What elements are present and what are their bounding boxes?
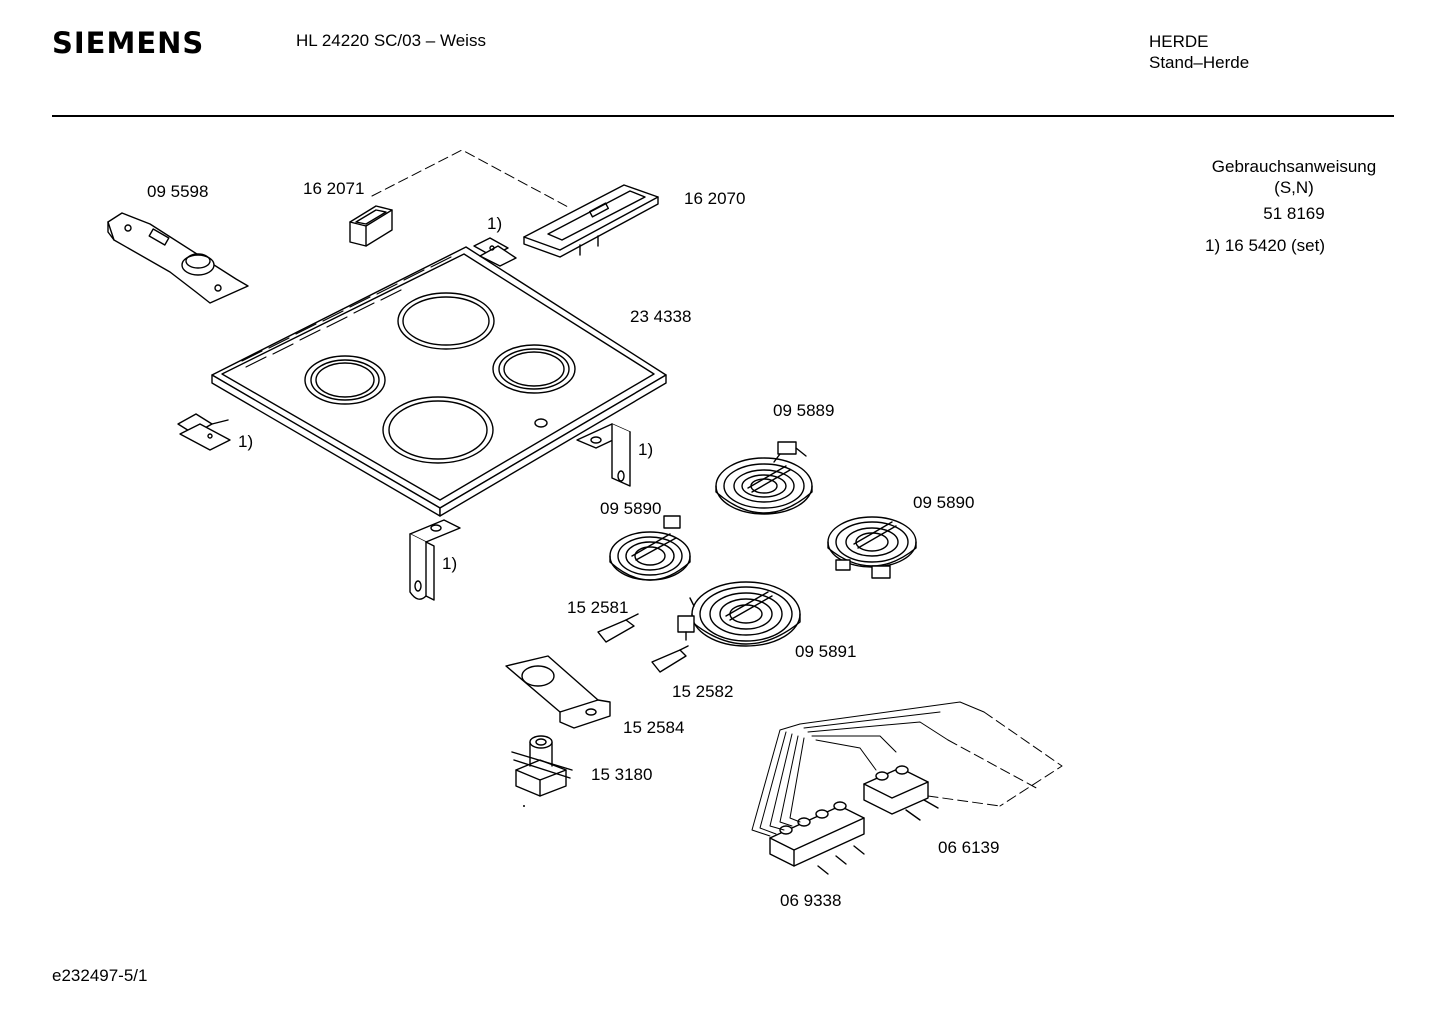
manual-title: Gebrauchsanweisung <box>1211 157 1377 176</box>
heating-element-095890-left <box>610 516 690 580</box>
category-block: HERDE Stand–Herde <box>1149 31 1249 73</box>
bottom-l-bracket <box>410 520 460 600</box>
label-095889: 09 5889 <box>773 401 835 420</box>
label-095598: 09 5598 <box>147 182 209 201</box>
part-152581-clip <box>598 614 638 642</box>
manual-note: Gebrauchsanweisung (S,N) 51 8169 <box>1196 156 1392 224</box>
part-095598-bracket <box>108 213 248 303</box>
label-153180: 15 3180 <box>591 765 653 784</box>
marker-set-right: 1) <box>638 440 654 459</box>
label-234338: 23 4338 <box>630 307 692 326</box>
part-162071-clip <box>350 206 392 246</box>
label-152581: 15 2581 <box>567 598 629 617</box>
label-069338: 06 9338 <box>780 891 842 910</box>
part-069338-terminal <box>770 802 864 874</box>
manual-variant: (S,N) <box>1274 178 1314 197</box>
heating-element-095890-right <box>828 517 916 578</box>
model-title: HL 24220 SC/03 – Weiss <box>296 31 486 50</box>
left-mounting-clip <box>178 414 230 450</box>
part-152582-clip <box>652 646 688 672</box>
subcategory-label: Stand–Herde <box>1149 53 1250 72</box>
label-095891: 09 5891 <box>795 642 857 661</box>
label-162071: 16 2071 <box>303 179 365 198</box>
set-note: 1) 16 5420 (set) <box>1205 236 1326 255</box>
part-162070-bar <box>524 185 658 257</box>
part-153180-thermostat <box>512 736 572 796</box>
part-152584-plate <box>506 656 610 728</box>
wire-harness <box>752 702 984 836</box>
manual-number: 51 8169 <box>1263 204 1325 223</box>
header-divider <box>52 115 1394 117</box>
label-095890-left: 09 5890 <box>600 499 662 518</box>
marker-set-bottom: 1) <box>442 554 458 573</box>
heating-element-095891 <box>678 582 800 646</box>
label-095890-right: 09 5890 <box>913 493 975 512</box>
part-066139-terminal <box>864 766 938 820</box>
document-code: e232497-5/1 <box>52 966 148 985</box>
label-152582: 15 2582 <box>672 682 734 701</box>
right-l-bracket <box>577 424 630 486</box>
marker-set-left: 1) <box>238 432 254 451</box>
top-mounting-clip <box>474 238 516 266</box>
label-066139: 06 6139 <box>938 838 1000 857</box>
heating-element-095889 <box>716 442 812 514</box>
brand-logo: SIEMENS <box>52 26 205 60</box>
label-152584: 15 2584 <box>623 718 685 737</box>
label-162070: 16 2070 <box>684 189 746 208</box>
cooktop-plate <box>212 247 666 516</box>
category-label: HERDE <box>1149 32 1209 51</box>
marker-set-top: 1) <box>487 214 503 233</box>
